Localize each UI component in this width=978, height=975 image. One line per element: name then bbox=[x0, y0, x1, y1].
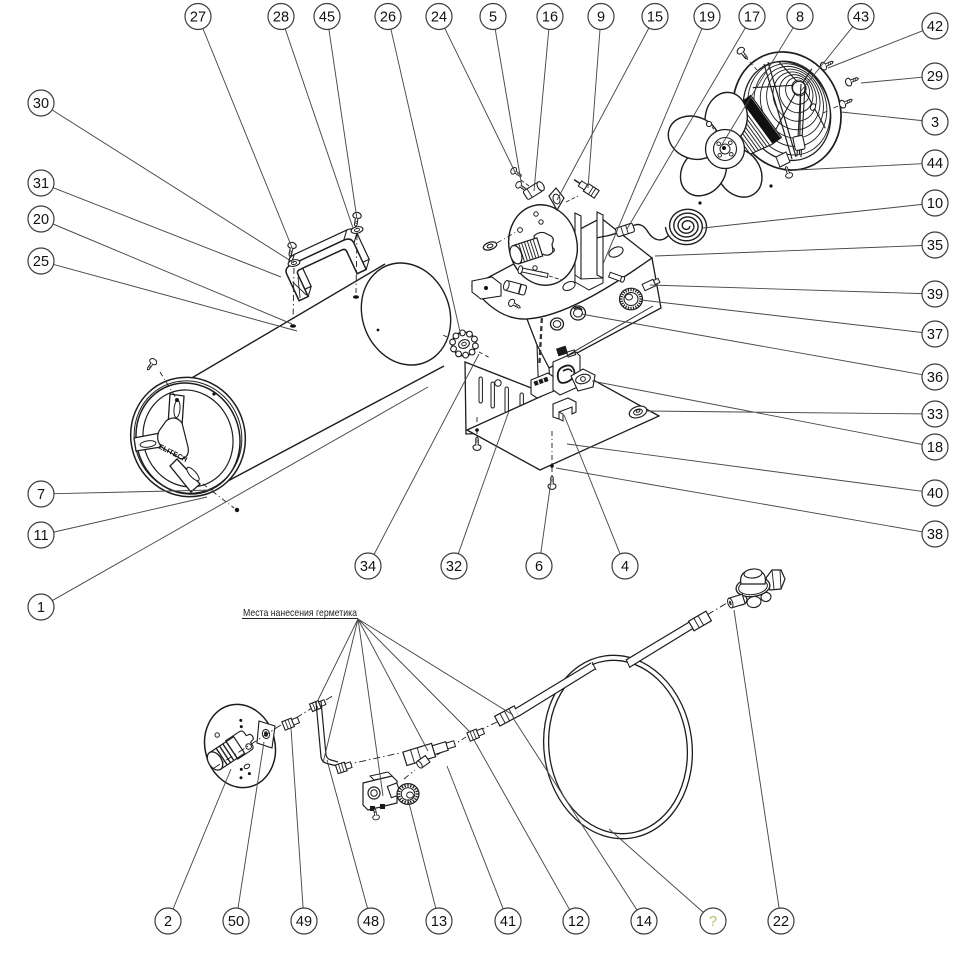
svg-text:7: 7 bbox=[37, 487, 45, 503]
svg-text:33: 33 bbox=[927, 407, 943, 423]
svg-text:3: 3 bbox=[931, 115, 939, 131]
svg-text:34: 34 bbox=[360, 559, 376, 575]
svg-text:31: 31 bbox=[33, 176, 49, 192]
svg-text:44: 44 bbox=[927, 156, 943, 172]
svg-text:14: 14 bbox=[636, 914, 652, 930]
svg-text:24: 24 bbox=[431, 10, 447, 26]
svg-text:30: 30 bbox=[33, 96, 49, 112]
svg-text:15: 15 bbox=[647, 10, 663, 26]
svg-text:42: 42 bbox=[927, 19, 943, 35]
svg-text:10: 10 bbox=[927, 196, 943, 212]
svg-text:11: 11 bbox=[33, 528, 48, 544]
svg-text:28: 28 bbox=[273, 10, 289, 26]
svg-text:48: 48 bbox=[363, 914, 379, 930]
svg-text:29: 29 bbox=[927, 69, 943, 85]
svg-text:Места нанесения герметика: Места нанесения герметика bbox=[243, 608, 357, 619]
svg-text:?: ? bbox=[709, 914, 717, 930]
svg-text:8: 8 bbox=[796, 10, 804, 26]
svg-text:32: 32 bbox=[446, 559, 462, 575]
svg-text:38: 38 bbox=[927, 527, 943, 543]
svg-text:5: 5 bbox=[489, 10, 497, 26]
svg-text:41: 41 bbox=[500, 914, 516, 930]
svg-text:22: 22 bbox=[773, 914, 789, 930]
svg-text:45: 45 bbox=[319, 10, 335, 26]
svg-text:36: 36 bbox=[927, 370, 943, 386]
svg-text:49: 49 bbox=[296, 914, 312, 930]
svg-text:16: 16 bbox=[542, 10, 558, 26]
svg-text:6: 6 bbox=[535, 559, 543, 575]
svg-text:35: 35 bbox=[927, 238, 943, 254]
svg-text:9: 9 bbox=[597, 10, 605, 26]
svg-text:1: 1 bbox=[37, 600, 45, 616]
svg-text:26: 26 bbox=[380, 10, 396, 26]
svg-text:25: 25 bbox=[33, 254, 49, 270]
svg-text:18: 18 bbox=[927, 440, 943, 456]
svg-text:50: 50 bbox=[228, 914, 244, 930]
svg-text:17: 17 bbox=[744, 10, 760, 26]
svg-text:19: 19 bbox=[699, 10, 715, 26]
svg-text:40: 40 bbox=[927, 486, 943, 502]
svg-text:27: 27 bbox=[190, 10, 206, 26]
svg-text:20: 20 bbox=[33, 212, 49, 228]
svg-text:12: 12 bbox=[568, 914, 584, 930]
svg-text:2: 2 bbox=[164, 914, 172, 930]
svg-text:39: 39 bbox=[927, 287, 943, 303]
svg-text:43: 43 bbox=[853, 10, 869, 26]
svg-text:37: 37 bbox=[927, 327, 943, 343]
svg-text:4: 4 bbox=[621, 559, 629, 575]
svg-text:13: 13 bbox=[431, 914, 447, 930]
